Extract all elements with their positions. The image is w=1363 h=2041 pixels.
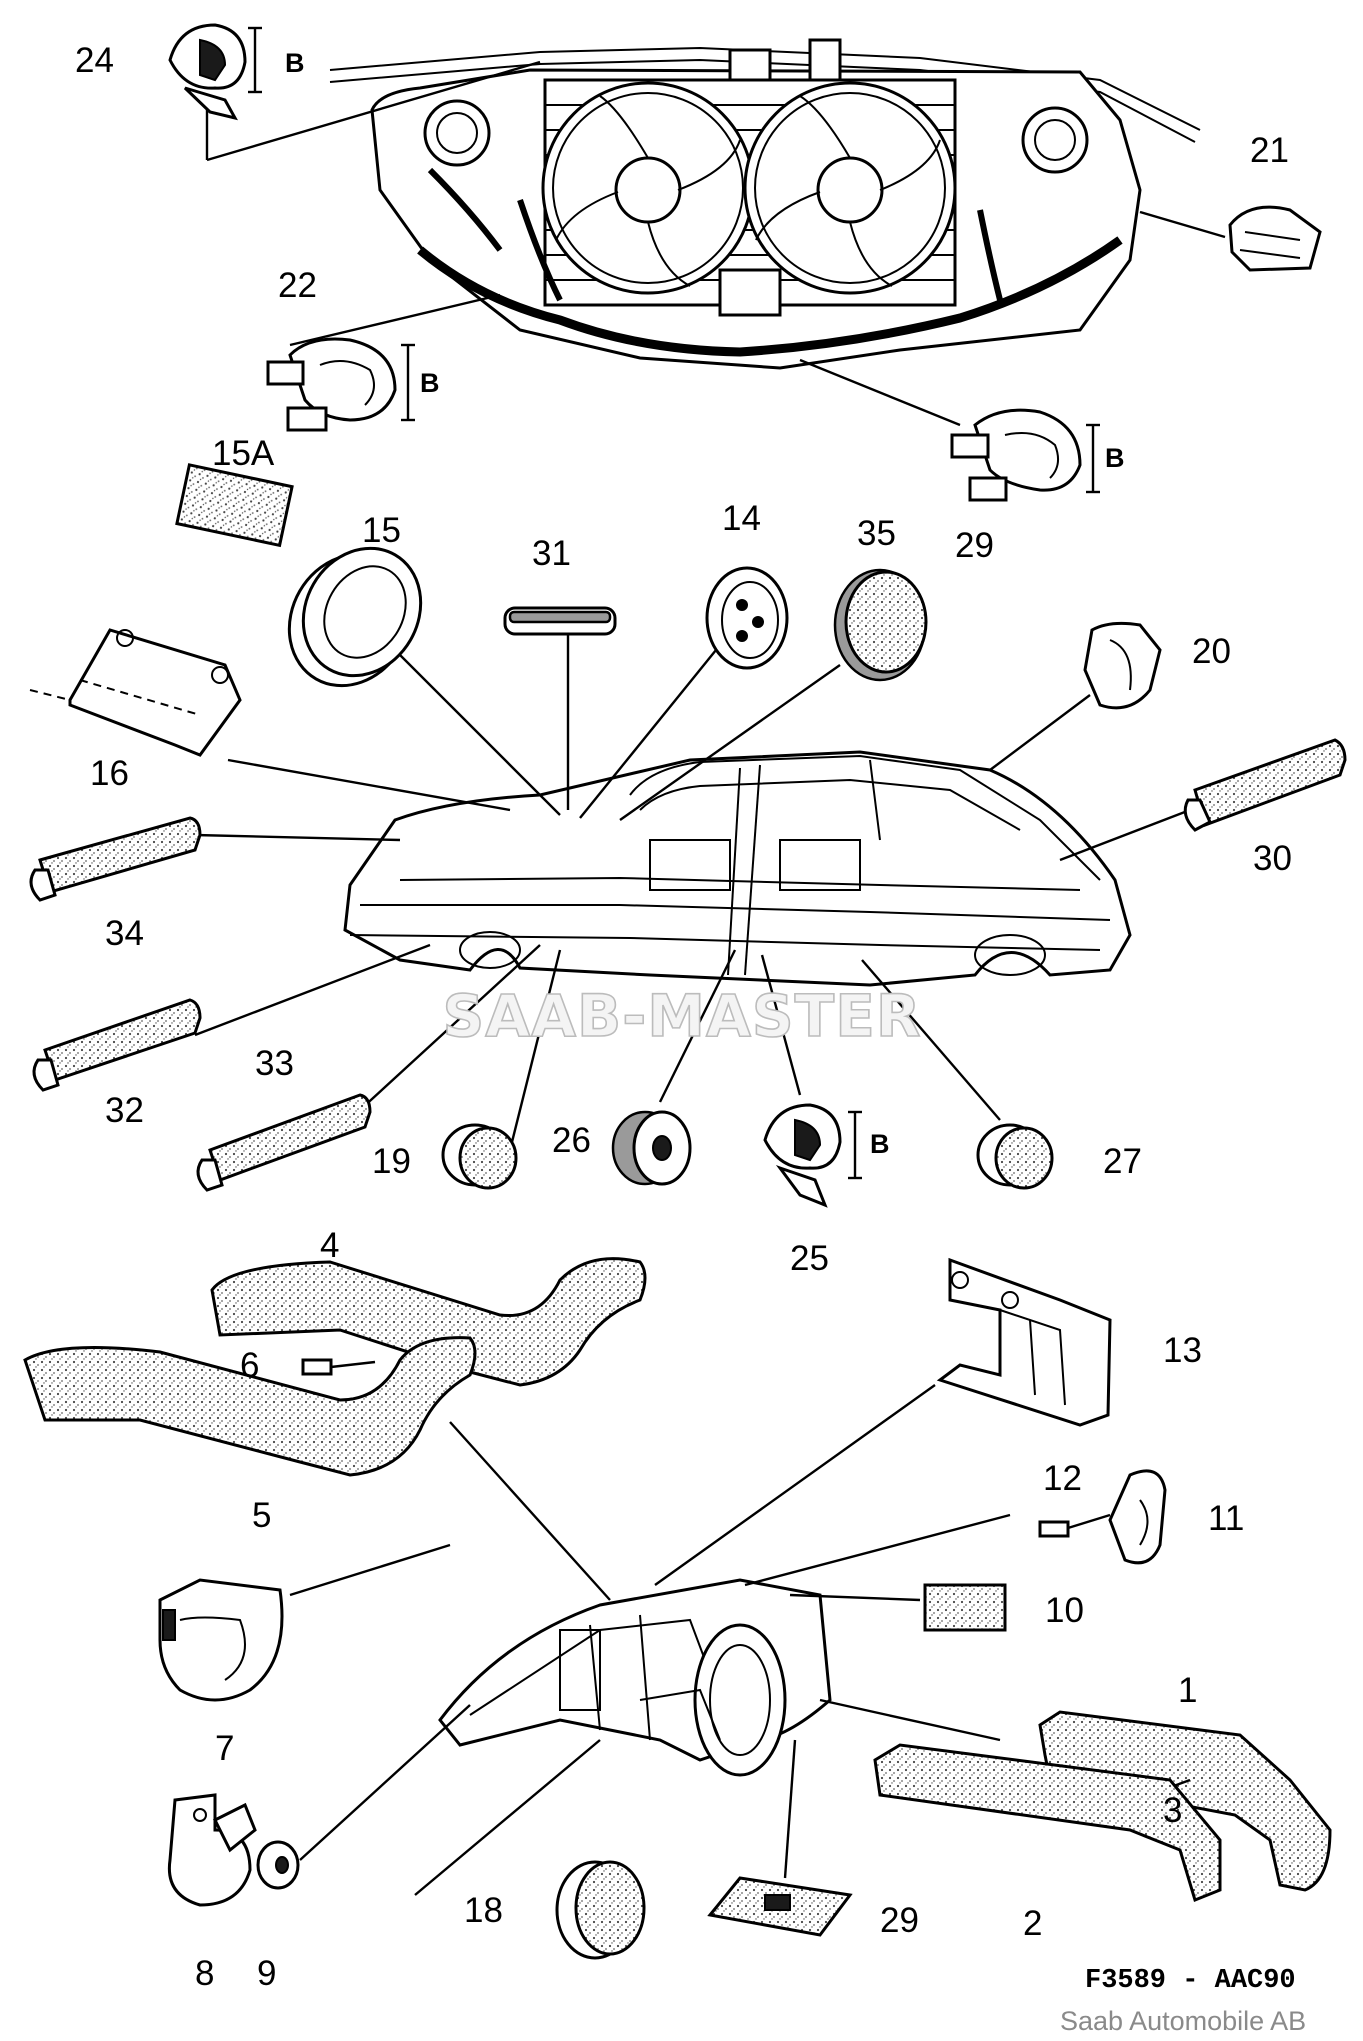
part-32-strip: [32, 998, 202, 1092]
part-16-bracket: [29, 628, 242, 757]
part-label-21: 21: [1250, 131, 1289, 170]
dimension-label-part-22: B: [420, 368, 440, 398]
part-label-11: 11: [1208, 1499, 1244, 1538]
part-label-27: 27: [1103, 1142, 1142, 1181]
part-label-18: 18: [464, 1891, 503, 1930]
part-10-pad: [923, 1583, 1007, 1632]
part-12-screw: [1038, 1513, 1111, 1538]
part-8-clip: [167, 1793, 257, 1907]
part-label-15A: 15A: [212, 434, 275, 473]
part-label-32: 32: [105, 1091, 144, 1130]
part-label-3: 3: [1163, 1791, 1182, 1830]
part-label-29-top: 29: [955, 526, 994, 565]
part-20-clip: [1083, 621, 1162, 710]
part-label-24: 24: [75, 41, 114, 80]
part-label-13: 13: [1163, 1331, 1202, 1370]
part-15A-strip: [175, 463, 294, 548]
part-6-screw: [301, 1358, 376, 1376]
part-label-20: 20: [1192, 632, 1231, 671]
dimension-label-part-25: B: [870, 1129, 890, 1159]
part-21-clip: [1228, 205, 1322, 272]
part-29-clamp-top: [950, 408, 1100, 502]
front-assembly-drawing: [329, 38, 1201, 370]
dimension-label-part-24: B: [285, 48, 305, 78]
drawing-code: F3589 - AAC90: [1085, 1966, 1296, 1996]
part-label-14: 14: [722, 499, 761, 538]
part-15-grommet: [287, 546, 423, 688]
watermark-text: SAAB-MASTER: [442, 982, 921, 1050]
part-35-plug: [833, 568, 928, 682]
part-label-5: 5: [252, 1496, 271, 1535]
part-label-15: 15: [362, 511, 401, 550]
part-19-plug: [441, 1123, 518, 1190]
part-label-9: 9: [257, 1954, 276, 1993]
part-label-19: 19: [372, 1142, 411, 1181]
part-labels: 24 21 22 29 15A 15 31 14 35 20 16 30 34 …: [75, 41, 1292, 1993]
part-label-26: 26: [552, 1121, 591, 1160]
part-26-grommet: [611, 1110, 692, 1186]
part-14-grommet: [705, 566, 789, 670]
part-31-strip: [503, 606, 617, 636]
part-33-strip: [196, 1093, 372, 1192]
part-label-33: 33: [255, 1044, 294, 1083]
part-9-washer: [256, 1840, 300, 1890]
part-label-29-bottom: 29: [880, 1901, 919, 1940]
part-30-strip: [1183, 738, 1347, 832]
part-34-strip: [29, 816, 202, 902]
part-11-clip: [1108, 1469, 1167, 1565]
part-label-30: 30: [1253, 839, 1292, 878]
part-2-bumper-cover: [873, 1743, 1222, 1903]
part-label-10: 10: [1045, 1591, 1084, 1630]
part-27-plug: [976, 1123, 1054, 1190]
part-label-6: 6: [240, 1346, 259, 1385]
part-label-16: 16: [90, 754, 129, 793]
part-label-25: 25: [790, 1239, 829, 1278]
part-13-bracket: [936, 1257, 1112, 1427]
part-18-plug: [555, 1860, 646, 1960]
part-label-1: 1: [1178, 1671, 1197, 1710]
part-label-2: 2: [1023, 1904, 1042, 1943]
part-label-8: 8: [195, 1954, 214, 1993]
part-4-duct: [210, 1257, 647, 1387]
part-label-35: 35: [857, 514, 896, 553]
part-label-12: 12: [1043, 1459, 1082, 1498]
credit-text: Saab Automobile AB: [1060, 2006, 1306, 2036]
part-label-31: 31: [532, 534, 571, 573]
part-label-34: 34: [105, 914, 144, 953]
part-25-clip: [763, 1103, 862, 1208]
body-shell-drawing: [343, 750, 1132, 987]
part-5-duct: [23, 1336, 477, 1477]
part-label-22: 22: [278, 266, 317, 305]
dimension-label-part-29: B: [1105, 443, 1125, 473]
part-label-7: 7: [215, 1729, 234, 1768]
part-label-4: 4: [320, 1226, 339, 1265]
part-7-clamp: [158, 1578, 284, 1702]
part-22-clamp: [266, 337, 415, 432]
leader-lines: [194, 60, 1226, 1896]
part-24-clip: [168, 23, 262, 121]
part-29-pad-bottom: [707, 1876, 853, 1937]
rear-body-drawing: [438, 1578, 832, 1777]
